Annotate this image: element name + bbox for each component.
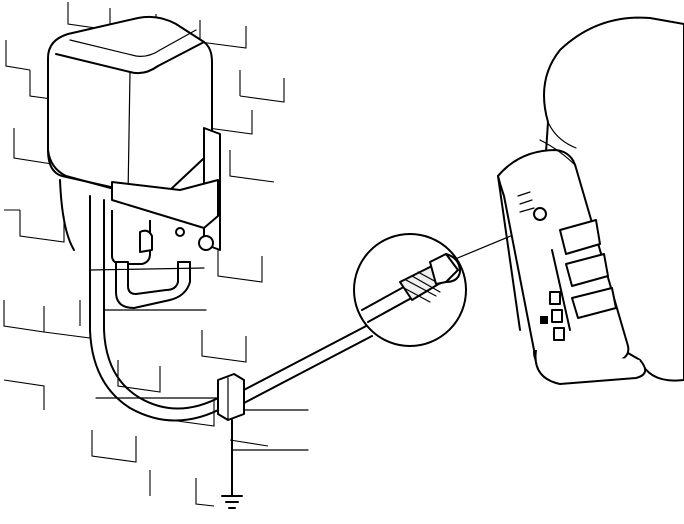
leader-lines xyxy=(90,228,530,450)
cable-clamp xyxy=(218,374,244,420)
ground-connection xyxy=(222,420,242,508)
gate-operator-unit xyxy=(498,18,684,384)
antenna-housing xyxy=(48,17,212,197)
detail-magnifier xyxy=(354,234,466,346)
